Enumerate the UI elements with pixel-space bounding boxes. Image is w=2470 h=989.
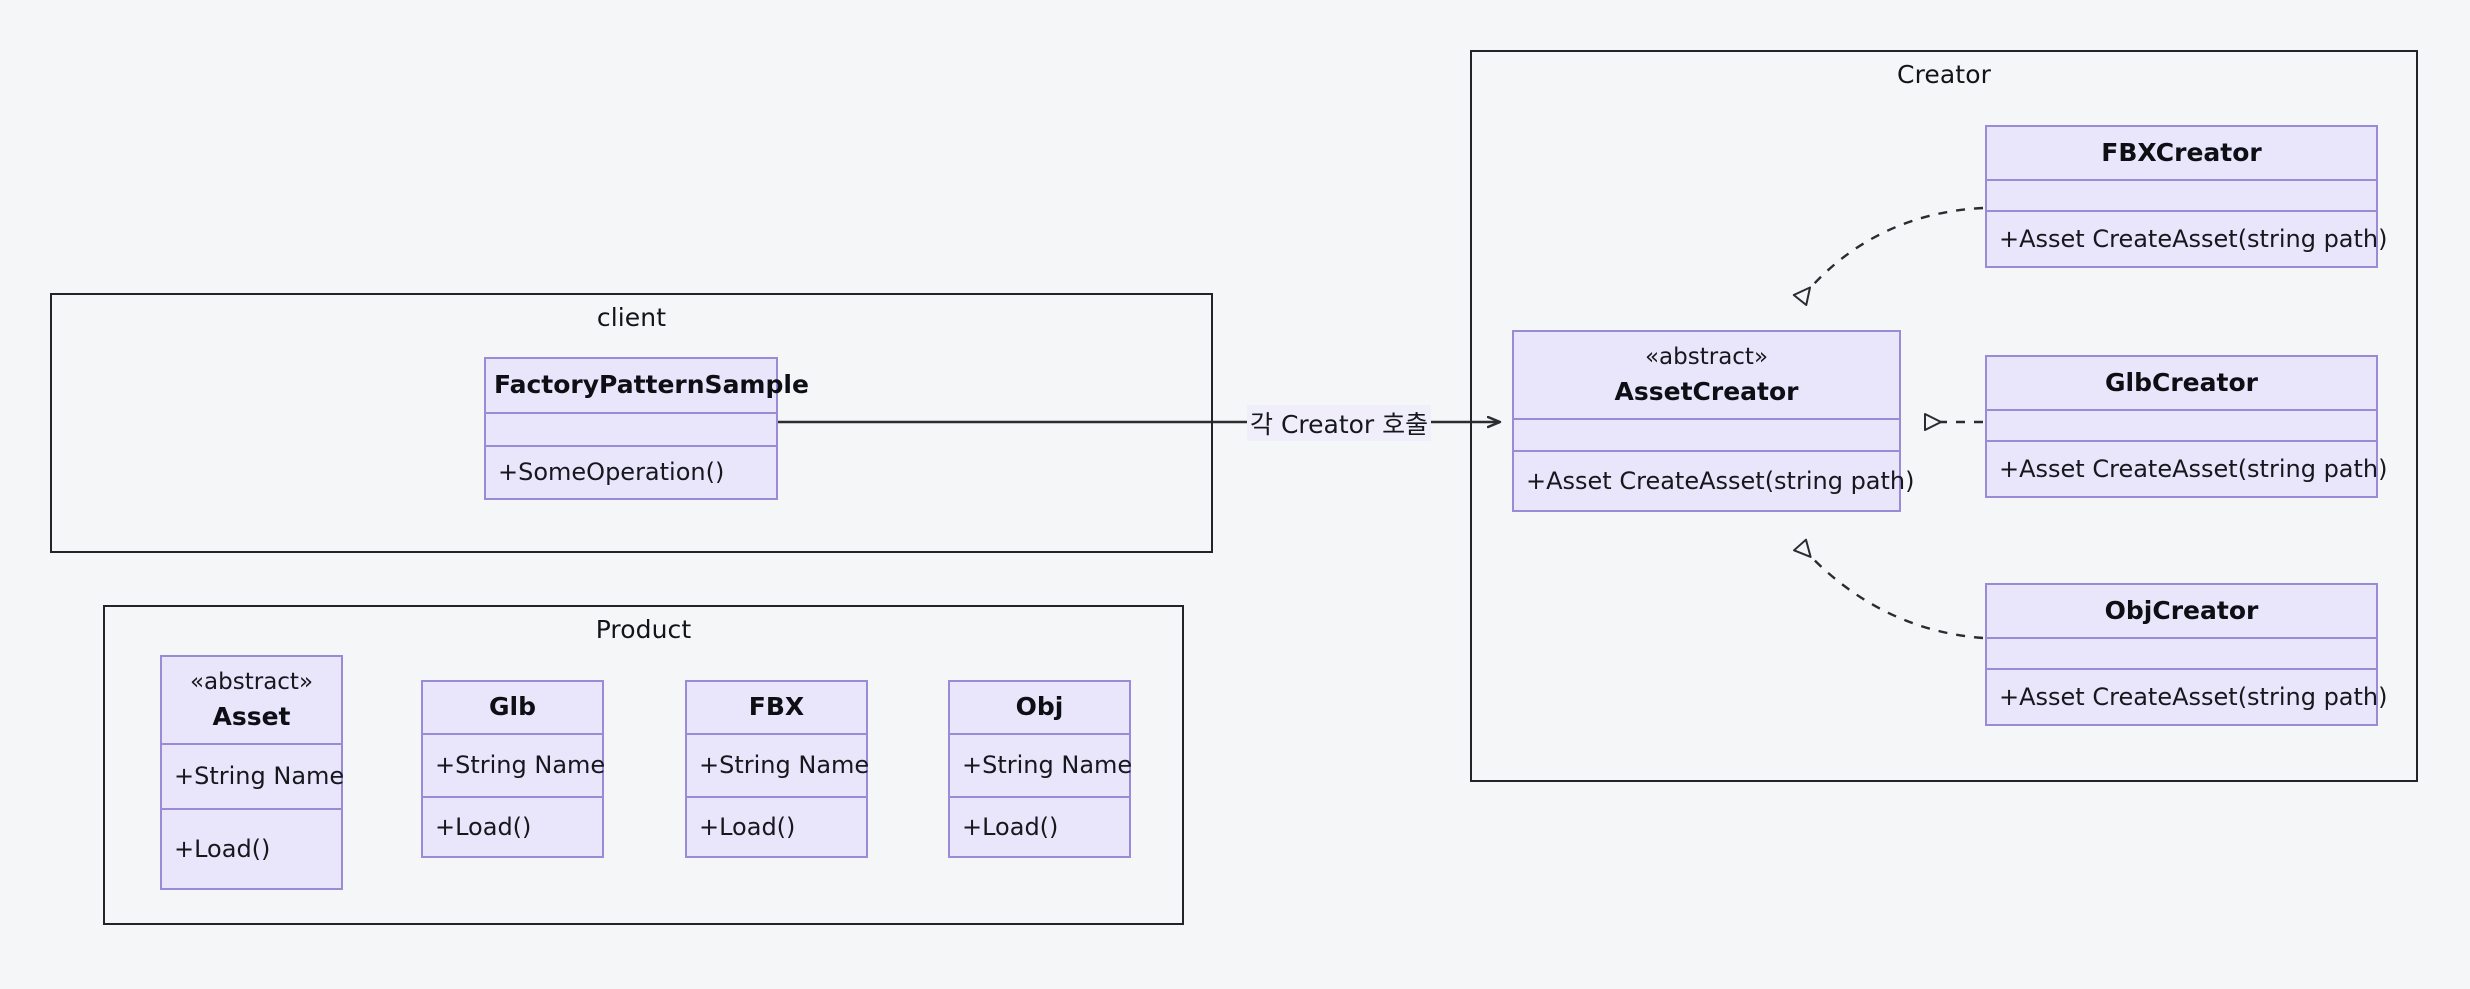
- class-operations-compartment: +Load(): [950, 798, 1129, 856]
- class-title: Obj: [1015, 692, 1064, 722]
- attribute-item: +String Name: [962, 751, 1133, 780]
- class-title: ObjCreator: [2104, 595, 2259, 625]
- attribute-item: +String Name: [699, 751, 870, 780]
- operation-item: +Load(): [174, 834, 271, 863]
- operation-item: +Load(): [699, 812, 796, 841]
- class-name-compartment: «abstract» Asset: [162, 657, 341, 745]
- class-attributes-compartment: +String Name: [950, 735, 1133, 798]
- class-stereotype: «abstract»: [1644, 343, 1769, 370]
- class-attributes-compartment: [1987, 411, 2376, 442]
- class-attributes-compartment: [1987, 639, 2376, 670]
- package-client[interactable]: client: [50, 293, 1213, 553]
- connector-label-call-each-creator: 각 Creator 호출: [1247, 405, 1432, 441]
- class-obj[interactable]: Obj +String Name +Load(): [948, 680, 1133, 858]
- class-operations-compartment: +SomeOperation(): [486, 447, 776, 498]
- class-attributes-compartment: +String Name: [162, 745, 345, 810]
- package-creator-label: Creator: [1897, 60, 1991, 89]
- class-attributes-compartment: [1514, 420, 1899, 452]
- class-title: Glb: [489, 692, 536, 722]
- class-operations-compartment: +Load(): [687, 798, 866, 856]
- class-name-compartment: FBXCreator: [1987, 127, 2376, 181]
- operation-item: +Asset CreateAsset(string path): [1999, 454, 2388, 483]
- package-client-label: client: [596, 303, 667, 332]
- class-glb-creator[interactable]: GlbCreator +Asset CreateAsset(string pat…: [1985, 355, 2388, 498]
- operation-item: +Asset CreateAsset(string path): [1526, 466, 1915, 495]
- class-asset-creator[interactable]: «abstract» AssetCreator +Asset CreateAss…: [1512, 330, 1915, 512]
- class-glb[interactable]: Glb +String Name +Load(): [421, 680, 606, 858]
- operation-item: +SomeOperation(): [498, 458, 725, 487]
- operation-item: +Asset CreateAsset(string path): [1999, 224, 2388, 253]
- class-name-compartment: GlbCreator: [1987, 357, 2376, 411]
- class-name-compartment: FBX: [687, 682, 866, 735]
- class-attributes-compartment: [1987, 181, 2376, 212]
- class-title: AssetCreator: [1614, 377, 1799, 407]
- package-creator[interactable]: Creator: [1470, 50, 2418, 782]
- class-fbx[interactable]: FBX +String Name +Load(): [685, 680, 870, 858]
- class-operations-compartment: +Load(): [423, 798, 602, 856]
- class-operations-compartment: +Asset CreateAsset(string path): [1514, 452, 1915, 510]
- class-asset[interactable]: «abstract» Asset +String Name +Load(): [160, 655, 345, 890]
- class-operations-compartment: +Load(): [162, 810, 341, 888]
- class-title: FBXCreator: [2101, 137, 2262, 167]
- class-attributes-compartment: +String Name: [423, 735, 606, 798]
- class-title: Asset: [212, 702, 291, 732]
- class-factory-pattern-sample[interactable]: FactoryPatternSample +SomeOperation(): [484, 357, 809, 500]
- class-stereotype: «abstract»: [189, 668, 314, 695]
- class-name-compartment: ObjCreator: [1987, 585, 2376, 639]
- class-attributes-compartment: [486, 414, 776, 447]
- operation-item: +Asset CreateAsset(string path): [1999, 682, 2388, 711]
- class-operations-compartment: +Asset CreateAsset(string path): [1987, 670, 2388, 724]
- package-product[interactable]: Product: [103, 605, 1184, 925]
- operation-item: +Load(): [435, 812, 532, 841]
- class-name-compartment: «abstract» AssetCreator: [1514, 332, 1899, 420]
- attribute-item: +String Name: [435, 751, 606, 780]
- operation-item: +Load(): [962, 812, 1059, 841]
- class-name-compartment: Obj: [950, 682, 1129, 735]
- package-product-label: Product: [595, 615, 692, 644]
- class-obj-creator[interactable]: ObjCreator +Asset CreateAsset(string pat…: [1985, 583, 2388, 726]
- class-name-compartment: Glb: [423, 682, 602, 735]
- class-operations-compartment: +Asset CreateAsset(string path): [1987, 212, 2388, 266]
- class-title: FBX: [748, 692, 805, 722]
- class-title: FactoryPatternSample: [494, 370, 809, 400]
- class-operations-compartment: +Asset CreateAsset(string path): [1987, 442, 2388, 496]
- class-attributes-compartment: +String Name: [687, 735, 870, 798]
- attribute-item: +String Name: [174, 762, 345, 791]
- class-title: GlbCreator: [2105, 367, 2258, 397]
- class-name-compartment: FactoryPatternSample: [486, 359, 809, 414]
- class-fbx-creator[interactable]: FBXCreator +Asset CreateAsset(string pat…: [1985, 125, 2388, 268]
